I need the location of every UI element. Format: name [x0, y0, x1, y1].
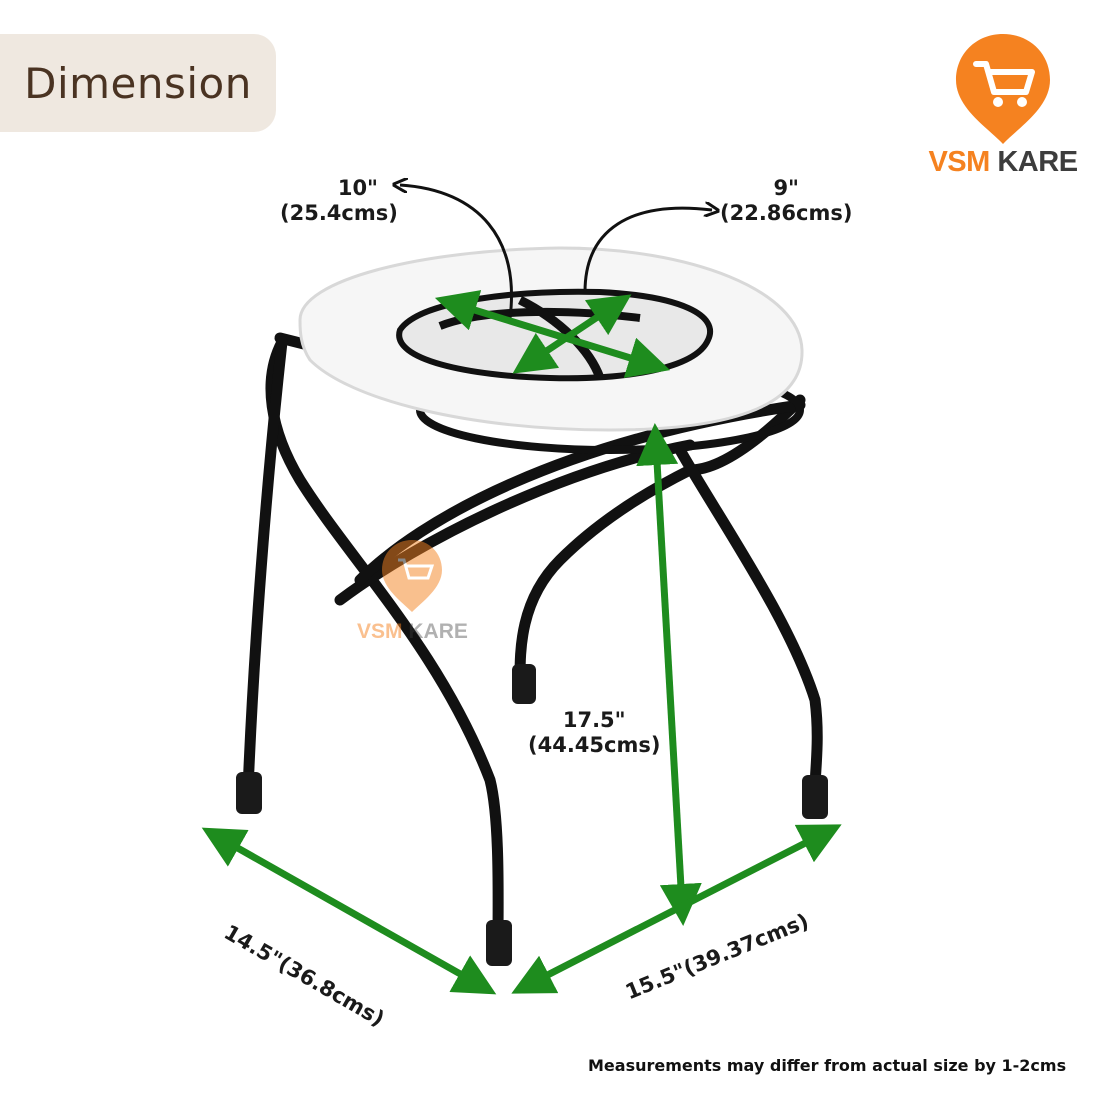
watermark-text: VSM KARE — [357, 620, 468, 644]
seat-depth-inches: 9" — [773, 176, 799, 200]
seat-depth-arrow — [512, 294, 632, 374]
seat-width-inches: 10" — [337, 176, 378, 200]
brand-logo: VSM KARE — [918, 28, 1088, 188]
height-cms: (44.45cms) — [528, 733, 661, 757]
page-title: Dimension — [24, 58, 252, 108]
commode-seat — [298, 246, 804, 432]
measurement-disclaimer: Measurements may differ from actual size… — [588, 1056, 1067, 1075]
cart-pin-icon — [956, 34, 1050, 144]
seat-width-label: 10" (25.4cms) — [280, 176, 398, 226]
watermark-cart-icon — [382, 540, 442, 612]
green-dimension-arrows — [201, 290, 842, 995]
height-inches: 17.5" — [562, 708, 626, 732]
seat-depth-cms: (22.86cms) — [720, 201, 853, 225]
base-right-arrow — [511, 824, 842, 994]
page-title-badge: Dimension — [0, 34, 276, 132]
brand-name-part1: VSM — [928, 146, 990, 178]
seat-depth-label: 9" (22.86cms) — [720, 176, 852, 226]
watermark-part2: KARE — [408, 620, 468, 643]
height-arrow — [636, 423, 702, 926]
seat-width-cms: (25.4cms) — [280, 201, 398, 225]
watermark-part1: VSM — [357, 620, 403, 643]
brand-name: VSM KARE — [918, 146, 1088, 179]
brand-name-part2: KARE — [997, 146, 1078, 178]
commode-chair-illustration — [236, 246, 828, 966]
height-label: 17.5" (44.45cms) — [528, 708, 660, 758]
base-left-arrow — [201, 827, 497, 995]
